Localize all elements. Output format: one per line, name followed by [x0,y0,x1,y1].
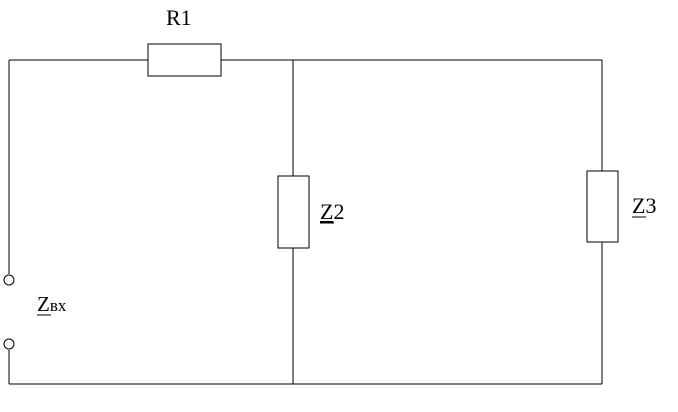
input-terminal-top [3,274,15,286]
impedance-z3 [586,170,619,243]
input-impedance-label: Zвх [37,292,67,316]
z3-label-letter: Z [632,193,645,218]
z2-label-letter: Z [320,199,333,224]
z2-label: Z2 [320,199,344,224]
z3-label-index: 3 [645,193,656,218]
z3-label: Z3 [632,193,656,218]
input-terminal-bottom [3,338,15,350]
impedance-z2 [277,175,310,249]
r1-label: R1 [166,5,192,30]
input-impedance-letter: Z [37,292,50,316]
resistor-r1 [147,43,222,77]
input-impedance-subscript: вх [50,296,67,315]
z2-label-index: 2 [333,199,344,224]
